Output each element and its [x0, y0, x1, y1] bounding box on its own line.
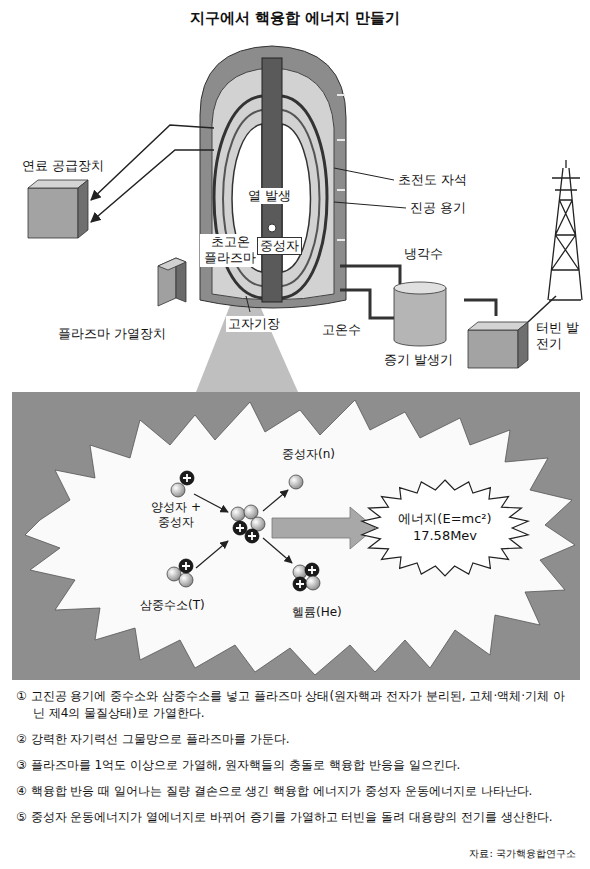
fuel-lines: [91, 150, 214, 222]
steam-generator-face: [394, 282, 446, 294]
node-label: 연료 공급장치: [22, 158, 104, 174]
particles: [245, 529, 259, 543]
tokamak: [262, 58, 282, 302]
particles: [231, 507, 245, 521]
node-label: 터빈 발전기: [536, 320, 580, 353]
particles: [171, 483, 185, 497]
coolant-pipes: [340, 290, 394, 318]
particles: [167, 471, 320, 591]
particles: [180, 471, 194, 485]
turbine-generator: 터빈 발전기: [466, 316, 584, 372]
particles: [244, 505, 258, 519]
step-note: ⑤ 중성자 운동에너지가 열에너지로 바뀌어 증기를 가열하고 터빈을 돌려 대…: [16, 809, 576, 826]
particle-label: 중성자(n): [282, 447, 335, 462]
coolant-pipes: [340, 266, 400, 318]
plasma-heater-box: 플라즈마 가열장치: [50, 252, 195, 344]
steam-generator: 증기 발생기: [380, 278, 464, 372]
title: 지구에서 핵융합 에너지 만들기: [0, 9, 590, 28]
particle-label: 헬륨(He): [292, 605, 342, 620]
node-label: 플라즈마 가열장치: [58, 326, 166, 342]
particles: [179, 559, 193, 573]
fuel-lines: [91, 125, 214, 222]
tokamak: [200, 46, 346, 308]
part-label: 중성자: [257, 237, 302, 255]
steam-generator-face: [394, 288, 446, 346]
leader-lines: [246, 168, 406, 312]
particles: [233, 521, 247, 535]
particle-label: 삼중수소(T): [140, 598, 205, 613]
pipe-connector: [464, 300, 496, 316]
energy-text: 17.58Mev: [413, 528, 477, 545]
reaction-panel: [25, 400, 575, 675]
particle-label: 양성자 + 중성자: [146, 500, 206, 530]
turbine-generator-face: [468, 330, 518, 368]
node-label: 증기 발생기: [384, 352, 453, 368]
step-note: ④ 핵융합 반응 때 일어나는 질량 결손으로 생긴 핵융합 에너지가 중성자 …: [16, 783, 576, 800]
tokamak: [268, 224, 276, 232]
fuel-supply-box: 연료 공급장치: [22, 158, 132, 246]
plasma-heater-box-face: [158, 258, 186, 270]
part-label: 고온수: [322, 322, 361, 338]
coolant-pipes: [340, 266, 400, 284]
source-note: 자료: 국가핵융합연구소: [469, 848, 576, 861]
fuel-supply-box-face: [78, 180, 88, 238]
particles: [289, 475, 303, 489]
power-line-tower: [548, 160, 582, 300]
part-label: 냉각수: [404, 246, 443, 262]
energy-starburst: 에너지(E=mc²)17.58Mev: [361, 480, 529, 576]
starburst-outline: [362, 480, 528, 576]
energy-text: 에너지(E=mc²): [398, 511, 491, 528]
step-note: ① 고진공 용기에 중수소와 삼중수소를 넣고 플라즈마 상태(원자핵과 전자가…: [16, 688, 576, 722]
reaction-arrows: [263, 538, 292, 563]
reaction-panel: [12, 392, 580, 680]
particles: [179, 573, 193, 587]
tokamak: [337, 95, 345, 240]
power-line-tower: [528, 160, 582, 322]
part-label: 초전도 자석: [398, 172, 467, 188]
particles: [305, 563, 319, 577]
fuel-lines: [91, 125, 214, 200]
notes-list: ① 고진공 용기에 중수소와 삼중수소를 넣고 플라즈마 상태(원자핵과 전자가…: [16, 688, 576, 835]
reaction-arrows: [263, 490, 288, 511]
particles: [306, 576, 320, 590]
step-note: ③ 플라즈마를 1억도 이상으로 가열해, 원자핵들의 충돌로 핵융합 반응을 …: [16, 757, 576, 774]
reaction-panel: [12, 392, 580, 680]
turbine-generator-face: [518, 322, 528, 368]
fuel-supply-box-face: [28, 188, 78, 238]
leader-lines: [246, 168, 406, 312]
part-label: 초고온 플라즈마: [200, 234, 260, 267]
part-label: 진공 용기: [410, 200, 466, 216]
step-note: ② 강력한 자기력선 그물망으로 플라즈마를 가둔다.: [16, 731, 576, 748]
particles: [293, 577, 307, 591]
part-label: 열 발생: [246, 188, 293, 204]
reaction-arrows: [272, 507, 375, 549]
reaction-arrows: [194, 490, 375, 568]
part-label: 고자기장: [226, 316, 282, 332]
tokamak: [200, 46, 346, 308]
reaction-arrows: [196, 541, 228, 568]
